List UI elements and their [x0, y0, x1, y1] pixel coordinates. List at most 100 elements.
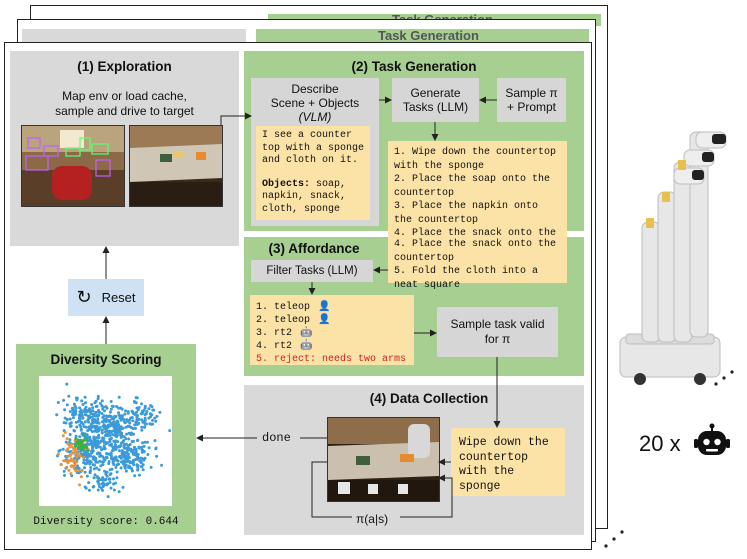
- scatter-point: [149, 404, 153, 408]
- scatter-point: [84, 401, 87, 405]
- scatter-point: [124, 425, 128, 429]
- vlm-output-line-3: and cloth on it.: [262, 155, 359, 166]
- scatter-point: [127, 455, 131, 459]
- reset-button[interactable]: ↻ Reset: [68, 279, 144, 316]
- scatter-point: [85, 410, 89, 414]
- scatter-point: [97, 433, 101, 437]
- scatter-point: [93, 417, 96, 421]
- scatter-point: [143, 456, 147, 460]
- scatter-point: [145, 410, 149, 413]
- scatter-point: [100, 448, 103, 452]
- scatter-point: [115, 470, 119, 474]
- scatter-point: [140, 448, 144, 452]
- scatter-point: [122, 455, 125, 459]
- policy-line-1: 1. teleop: [256, 302, 311, 313]
- scatter-point: [79, 408, 83, 412]
- scatter-point: [134, 426, 137, 430]
- scatter-point: [56, 452, 60, 456]
- scatter-point: [87, 488, 91, 492]
- scatter-point: [108, 434, 112, 437]
- objects-line-3: cloth, sponge: [262, 203, 341, 215]
- sample-valid-line-1: Sample task valid: [450, 317, 545, 331]
- data-collection-title: (4) Data Collection: [369, 391, 489, 406]
- scatter-point: [109, 455, 113, 459]
- scatter-point: [168, 429, 172, 433]
- scatter-point: [92, 442, 96, 446]
- scatter-point: [68, 410, 72, 413]
- describe-line-2: Scene + Objects: [270, 96, 360, 110]
- scatter-point: [148, 422, 152, 426]
- scatter-point: [98, 445, 102, 449]
- describe-model: (VLM): [298, 110, 332, 124]
- scatter-plot: [39, 376, 172, 506]
- scatter-point: [94, 399, 98, 403]
- scatter-point: [82, 452, 86, 455]
- scatter-point: [144, 422, 148, 426]
- scatter-point: [95, 475, 99, 479]
- scatter-point: [132, 400, 136, 403]
- scatter-point: [141, 468, 145, 472]
- scatter-point: [131, 419, 135, 423]
- current-task-box: [451, 428, 565, 496]
- scatter-point: [77, 456, 81, 460]
- scatter-point: [112, 488, 116, 492]
- scatter-point: [135, 410, 139, 414]
- describe-line-1: Describe: [291, 82, 339, 96]
- scatter-point: [74, 434, 78, 438]
- scatter-point: [96, 488, 100, 492]
- scatter-point: [106, 419, 110, 422]
- counter-illustration: [130, 126, 222, 206]
- scatter-point: [79, 427, 83, 431]
- refresh-icon: ↻: [76, 287, 92, 308]
- task-generation-title: (2) Task Generation: [351, 59, 477, 74]
- exploration-photo-detections: [21, 125, 125, 207]
- scatter-point: [105, 432, 109, 436]
- scatter-point: [97, 429, 101, 433]
- scatter-point: [92, 476, 96, 480]
- scatter-point: [112, 477, 115, 481]
- scatter-point: [108, 468, 112, 472]
- scatter-point: [88, 438, 92, 441]
- task-line: 4. Place the snack onto the: [394, 228, 557, 239]
- scatter-point: [137, 446, 141, 449]
- scatter-point: [101, 436, 105, 440]
- scatter-point: [88, 470, 92, 474]
- scatter-point: [113, 414, 117, 418]
- scatter-point: [133, 445, 136, 449]
- scatter-point: [123, 412, 127, 416]
- back-frame-1-title: Task Generation: [378, 28, 479, 43]
- scatter-point: [61, 447, 65, 451]
- scatter-point: [95, 421, 99, 425]
- scatter-point: [102, 460, 105, 464]
- robot-icon: [694, 423, 730, 455]
- scatter-point: [117, 395, 121, 399]
- scatter-point: [86, 429, 90, 433]
- scatter-point: [97, 482, 101, 486]
- robot-icon: 🤖: [300, 328, 313, 339]
- task-line: with the sponge: [394, 160, 485, 172]
- scatter-point: [95, 466, 99, 470]
- scatter-point: [89, 460, 93, 464]
- scatter-point: [116, 420, 120, 424]
- scatter-point: [120, 416, 124, 420]
- scatter-point: [83, 407, 87, 411]
- policy-line-3: 3. rt2: [256, 328, 293, 339]
- scatter-point: [149, 465, 153, 469]
- scatter-point: [78, 435, 82, 439]
- scatter-point: [97, 436, 101, 440]
- scatter-point: [121, 485, 125, 489]
- exploration-description-2: sample and drive to target: [55, 104, 194, 118]
- scatter-point: [62, 398, 66, 402]
- scatter-point: [68, 422, 72, 426]
- scatter-point: [97, 451, 101, 455]
- scatter-point: [83, 395, 87, 399]
- scatter-point: [75, 466, 79, 470]
- sample-line-2: + Prompt: [506, 100, 557, 114]
- scatter-point: [75, 440, 79, 444]
- scatter-point: [122, 462, 126, 466]
- scatter-point: [130, 409, 134, 413]
- scatter-point: [134, 449, 138, 453]
- scatter-point: [66, 459, 70, 463]
- scatter-point: [109, 421, 113, 425]
- scatter-point: [97, 408, 100, 412]
